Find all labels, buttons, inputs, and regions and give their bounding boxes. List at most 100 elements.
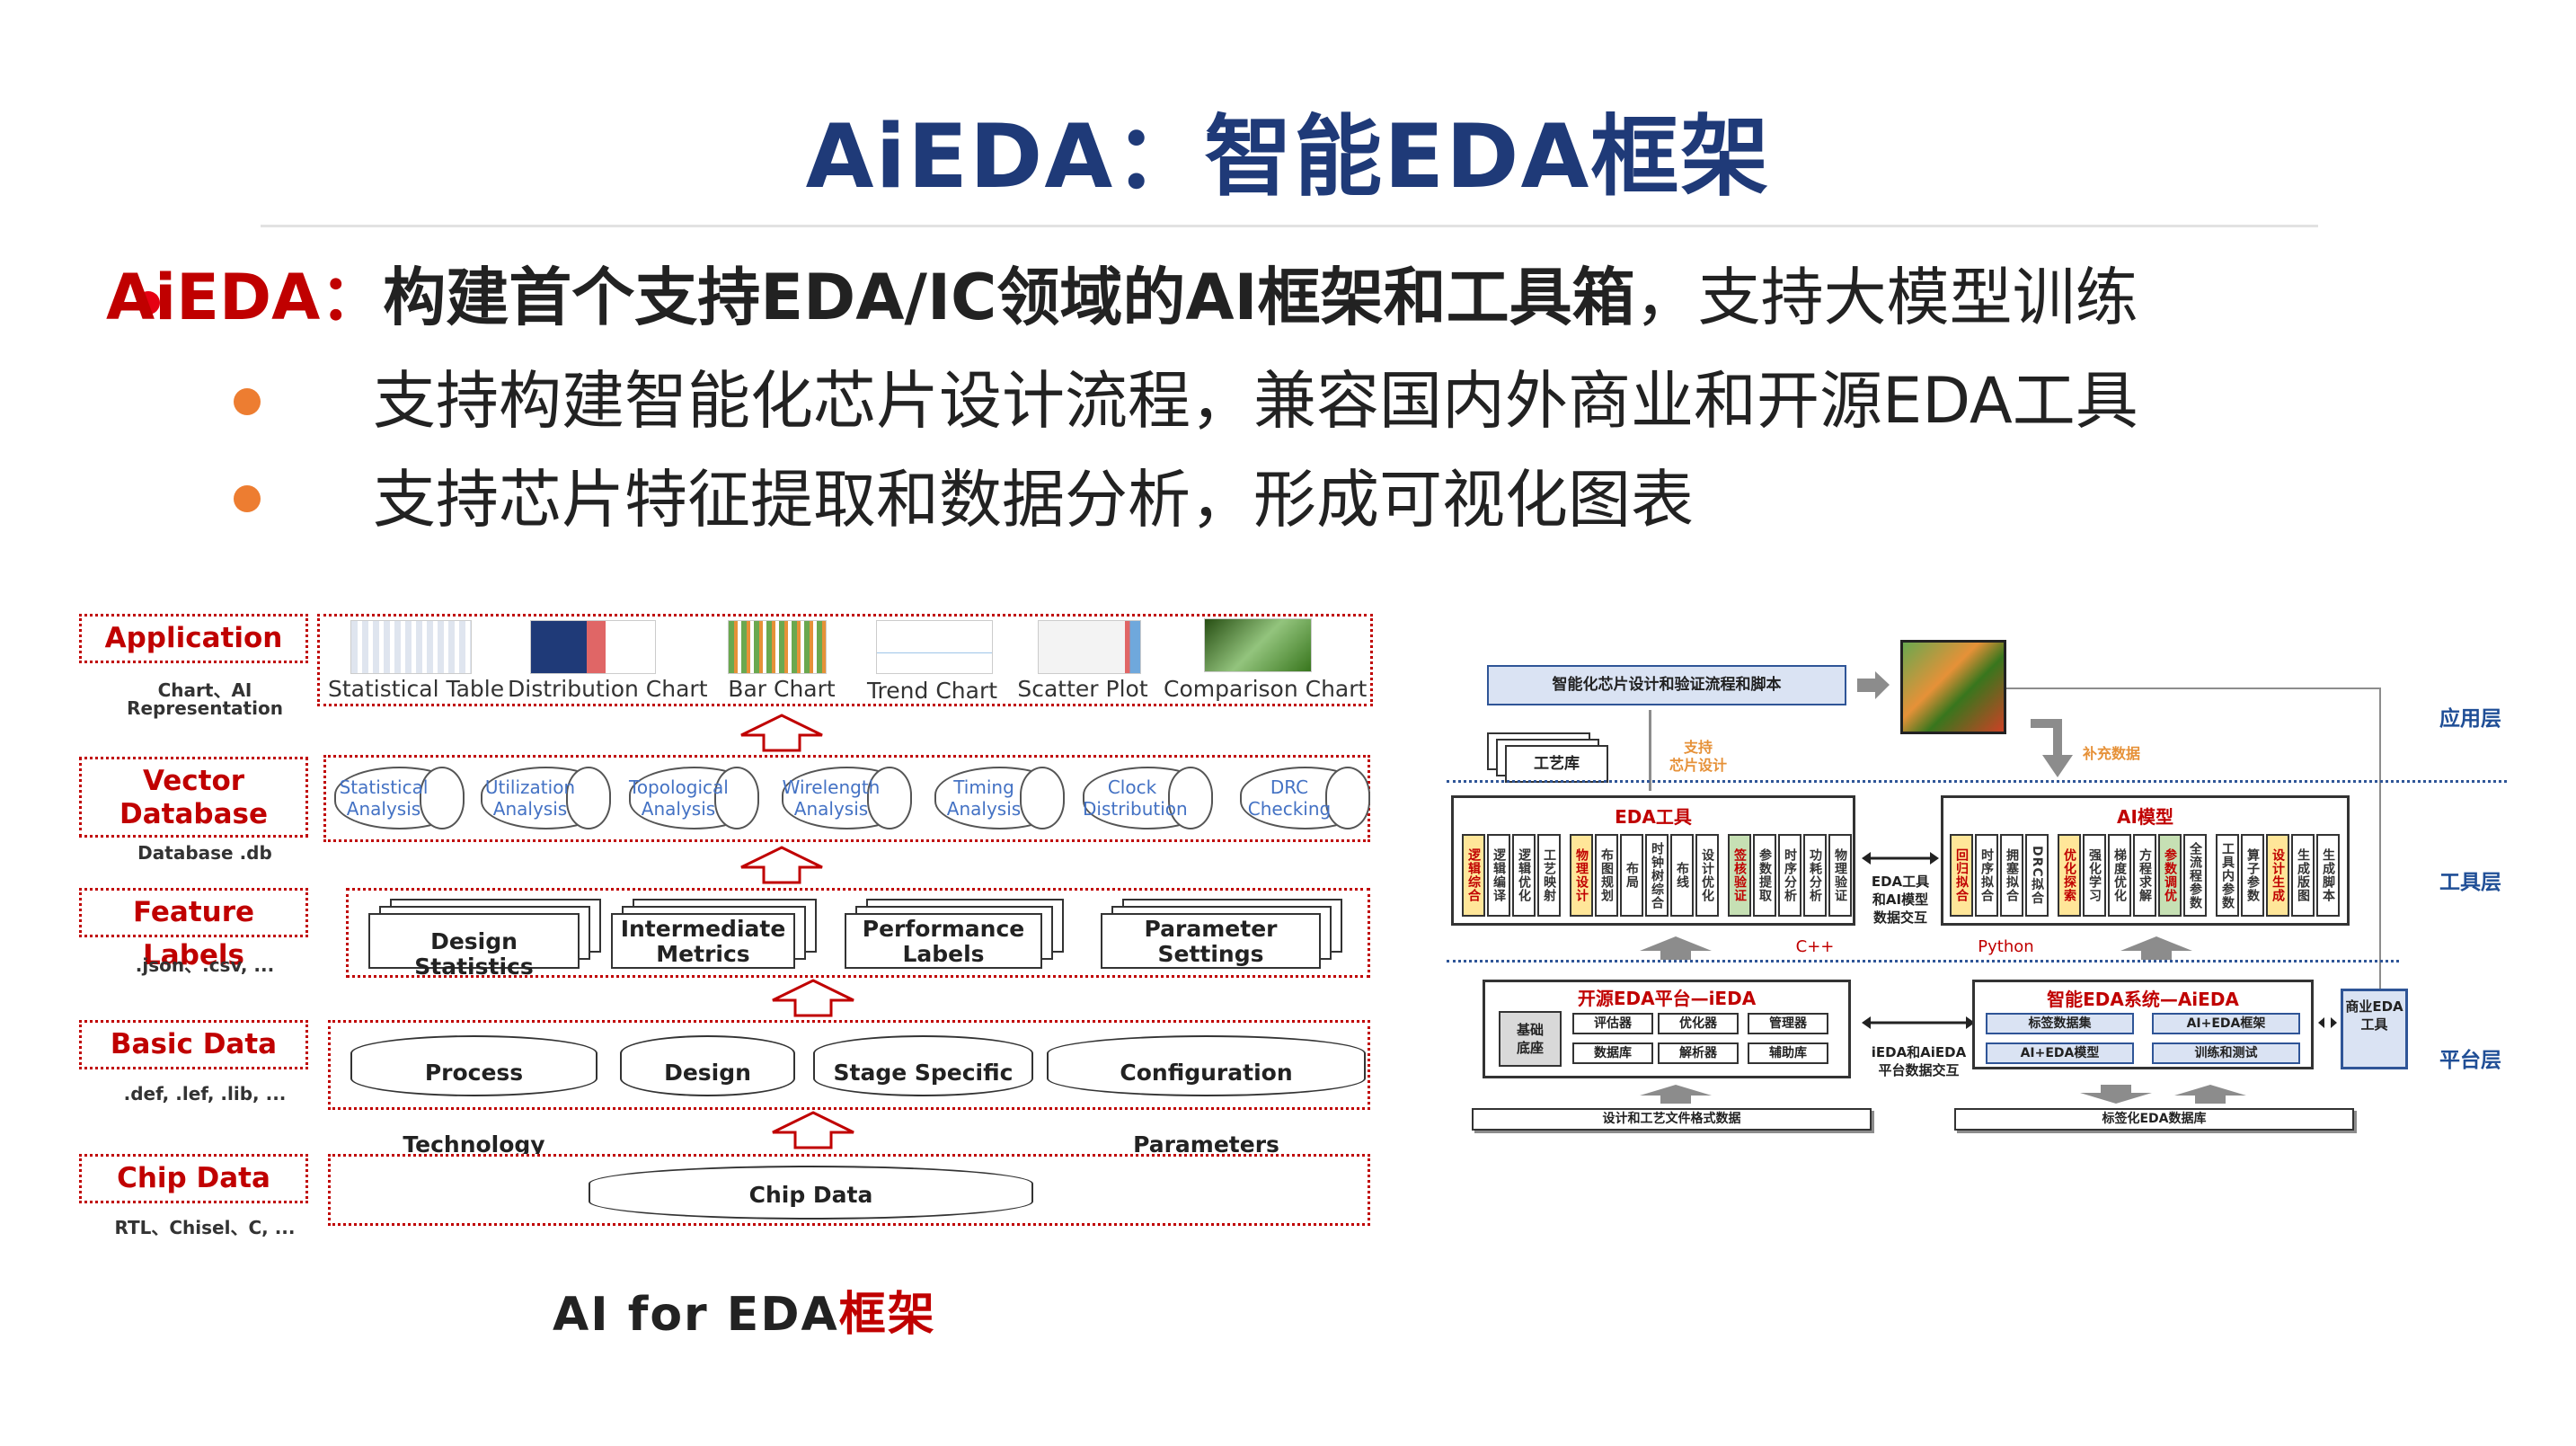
layer-label-feature-labels: Feature Labels <box>79 888 308 971</box>
interaction-label: 数据交互 <box>1872 909 1927 926</box>
up-arrow-icon <box>2120 936 2192 960</box>
python-label: Python <box>1978 937 2034 956</box>
eda-column: 布图规划 <box>1595 834 1618 917</box>
eda-column: 物理设计 <box>1570 834 1593 917</box>
feature-card-line: Metrics <box>656 941 750 967</box>
platform-button: 管理器 <box>1748 1013 1828 1034</box>
vector-label: Analysis <box>346 798 421 820</box>
base-label: 基础 <box>1516 1022 1544 1038</box>
eda-tools-title: EDA工具 <box>1615 806 1692 828</box>
layer-label-chip-data: Chip Data <box>79 1154 308 1203</box>
interaction-label: EDA工具 <box>1871 874 1930 890</box>
vector-label: Analysis <box>492 798 568 820</box>
vector-label: Topological <box>629 776 729 798</box>
feature-card-line: Performance <box>862 916 1025 942</box>
chip-data-drum: Chip Data <box>589 1166 1033 1220</box>
vector-label: Utilization <box>484 776 576 798</box>
feature-card: Design Statistics <box>368 913 580 980</box>
bullet-1: AiEDA：构建首个支持EDA/IC领域的AI框架和工具箱，支持大模型训练 <box>106 247 2138 338</box>
layer-divider <box>1447 960 2399 963</box>
platform-button: 优化器 <box>1658 1013 1739 1034</box>
layer-sub: Chart、AI <box>157 679 252 701</box>
application-panel <box>317 614 1373 706</box>
support-label: 芯片设计 <box>1669 757 1727 774</box>
app-label: Trend Chart <box>866 678 998 704</box>
bullet-dot-orange <box>234 388 261 415</box>
eda-column: 逻辑编译 <box>1487 834 1510 917</box>
vector-cylinder-end <box>1168 767 1213 829</box>
vector-cylinder-end <box>1325 767 1370 829</box>
supp-data-label: 补充数据 <box>2082 745 2140 762</box>
basic-data-drum: Process Technology <box>350 1035 598 1158</box>
eda-column: 逻辑优化 <box>1512 834 1536 917</box>
aieda-system-title: 智能EDA系统—AiEDA <box>2047 989 2239 1010</box>
bullet-2: 支持构建智能化芯片设计流程，兼容国内外商业和开源EDA工具 <box>373 364 2138 438</box>
commercial-eda-box <box>2341 989 2408 1069</box>
bullet-1-bold: 构建首个支持EDA/IC领域的AI框架和工具箱 <box>383 261 1635 334</box>
ai-column: 算子参数 <box>2241 834 2264 917</box>
chip-layout-image <box>1900 640 2006 734</box>
basic-data-drum: Configuration Parameters <box>1047 1035 1366 1158</box>
bullet-1-lead: AiEDA： <box>106 261 384 334</box>
ai-column: 强化学习 <box>2083 834 2106 917</box>
distribution-chart-thumbnail <box>530 620 656 674</box>
feature-card-line: Parameter <box>1144 916 1278 942</box>
bullet-dot-red <box>137 291 160 315</box>
layer-app-label: 应用层 <box>2439 707 2501 731</box>
app-label: Bar Chart <box>728 676 836 702</box>
layer-divider <box>1447 780 2507 783</box>
craft-lib-box: 工艺库 <box>1505 745 1608 783</box>
comparison-chart-thumbnail <box>1204 618 1312 672</box>
ai-column: 拥塞拟合 <box>2000 834 2023 917</box>
vector-cylinder-end <box>420 767 465 829</box>
vector-label: Timing <box>953 776 1014 798</box>
ai-column: 方程求解 <box>2133 834 2156 917</box>
commercial-eda-label: 商业EDA工具 <box>2345 998 2403 1033</box>
layer-label-basic-data: Basic Data <box>79 1020 308 1069</box>
caption-emphasis: 框架 <box>838 1288 936 1342</box>
vector-label: Analysis <box>946 798 1022 820</box>
app-label: Comparison Chart <box>1164 676 1368 702</box>
vector-cylinder-end <box>1020 767 1065 829</box>
scatter-plot-thumbnail <box>1038 620 1141 674</box>
down-arrow-icon <box>2031 719 2073 777</box>
eda-column: 签核验证 <box>1728 834 1751 917</box>
ai-column: 生成脚本 <box>2316 834 2340 917</box>
layer-sub: RTL、Chisel、C, ... <box>114 1217 296 1238</box>
platform-button: 评估器 <box>1572 1013 1653 1034</box>
app-label: Statistical Table <box>328 676 505 702</box>
ai-column: 全流程参数 <box>2183 834 2207 917</box>
basic-data-drum: Design <box>620 1035 795 1096</box>
aieda-button: AI+EDA框架 <box>2152 1013 2300 1034</box>
vector-label: Analysis <box>793 798 869 820</box>
aieda-button: 标签数据集 <box>1986 1013 2134 1034</box>
layer-sub: Representation <box>127 697 283 719</box>
connector-line <box>1649 710 1651 791</box>
right-arrow-icon <box>1857 671 1890 699</box>
label-line: Vector <box>142 765 245 797</box>
vector-cylinder-end <box>566 767 611 829</box>
up-arrow-icon <box>2174 1085 2246 1104</box>
vector-label: Distribution <box>1083 798 1188 820</box>
eda-column: 布线 <box>1670 834 1694 917</box>
platform-button: 数据库 <box>1572 1042 1653 1064</box>
aieda-button: AI+EDA模型 <box>1986 1042 2134 1064</box>
ai-column: 参数调优 <box>2158 834 2182 917</box>
layer-tool-label: 工具层 <box>2439 871 2501 894</box>
layer-sub: .json、.csv, ... <box>135 954 275 976</box>
layer-plat-label: 平台层 <box>2439 1049 2501 1072</box>
layer-sub: .def, .lef, .lib, ... <box>123 1083 287 1104</box>
up-arrow-icon <box>740 714 823 752</box>
vector-cylinder-end <box>867 767 912 829</box>
support-label: 支持 <box>1683 739 1713 756</box>
vector-label: Checking <box>1247 798 1332 820</box>
bottom-db-box: 标签化EDA数据库 <box>1954 1108 2354 1131</box>
ieda-interaction-label: 平台数据交互 <box>1878 1062 1960 1078</box>
bullet-1-rest: ，支持大模型训练 <box>1634 261 2138 334</box>
ai-column: 梯度优化 <box>2108 834 2131 917</box>
ai-column: 时序拟合 <box>1975 834 1998 917</box>
app-flow-box: 智能化芯片设计和验证流程和脚本 <box>1487 665 1846 705</box>
layer-label-application: Application <box>79 614 308 663</box>
feature-card-line: Intermediate <box>620 916 786 942</box>
